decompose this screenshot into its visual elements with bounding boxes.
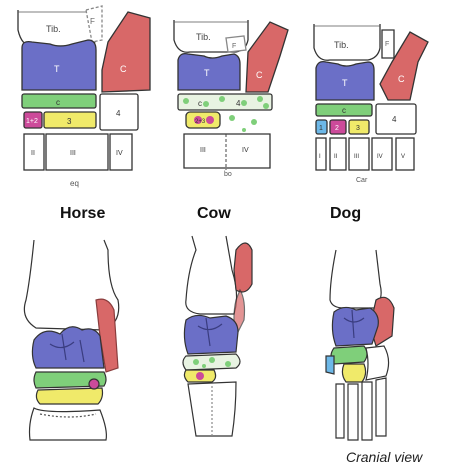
horse-mt4-label: IV [116,150,123,157]
dog-metatarsus-drawing [335,377,387,441]
dog-mt5-label: V [401,154,405,160]
cow-calcaneus-drawing [233,242,253,293]
cow-centroquartal [177,93,273,111]
dog-t1 [315,119,328,135]
cow-mt4-label: IV [242,147,249,154]
dog-t4-label: 4 [392,115,397,124]
horse-tib-label: Tib. [46,24,61,34]
dog-tib-label: Tib. [334,40,349,50]
horse-central-tarsal [21,93,97,109]
dog-mt4-label: IV [377,154,383,160]
dog-tibia-drawing [329,249,382,309]
cow-4-label: 4 [236,99,241,108]
dog-mt2-label: II [334,154,338,160]
cranial-view-caption: Cranial view [346,449,423,465]
horse-species-label: eq [70,179,79,188]
horse-t3 [43,111,97,129]
horse-schematic: Tib. F T C c 1+2 3 4 II III IV eq [17,5,151,188]
cow-talus-drawing [183,314,239,355]
cow-schematic: Tib. F T C c 4 2+3 III IV bo [173,20,289,178]
horse-talus [21,39,97,91]
dog-mt4 [371,137,393,171]
cow-tibia-drawing [185,235,238,315]
horse-calcaneus [101,11,151,93]
horse-mt4 [109,133,133,171]
cow-fibula [225,35,247,53]
dog-fib-label: F [385,41,389,48]
dog-central-label: c [342,106,346,115]
dog-t3-label: 3 [356,125,360,132]
horse-title: Horse [60,205,105,222]
dog-central-tarsal [315,103,373,117]
cow-talus [177,52,241,91]
dog-title: Dog [330,205,361,222]
cow-t23-label: 2+3 [195,119,206,125]
horse-fib-label: F [90,17,95,26]
dog-t1-label: 1 [319,125,323,132]
horse-calcaneus-label: C [120,64,127,74]
cow-mt3-label: III [200,147,206,154]
dog-mt3-label: III [354,154,359,160]
horse-mt2 [23,133,45,171]
cow-calcaneus-label: C [256,70,263,80]
horse-fibula [85,5,103,43]
horse-t4 [99,93,139,131]
dog-calcaneus [379,31,429,101]
horse-t12 [23,111,43,129]
dog-mt5 [395,137,415,171]
horse-talus-label: T [54,64,60,74]
horse-mt3 [45,133,109,171]
cow-fib-label: F [232,43,236,50]
horse-anatomic-drawing [23,239,120,441]
cow-tib-label: Tib. [196,32,211,42]
horse-third-drawing [35,387,104,405]
horse-central-label: c [56,98,60,107]
horse-talus-drawing [31,326,105,369]
dog-species-label: Car [356,177,368,184]
dog-mt2 [329,137,347,171]
horse-central-drawing [33,371,107,389]
cow-t23 [185,111,221,129]
dog-talus-label: T [342,78,348,88]
cow-centroquartal-spots [183,96,269,109]
cow-c-label: c [198,99,202,108]
horse-mt3-label: III [70,150,76,157]
dog-central-drawing [330,345,368,365]
dog-mt1 [315,137,327,171]
horse-metatarsus-drawing [28,407,107,441]
cow-species-label: bo [224,171,232,178]
cow-calcaneus [245,21,289,93]
dog-calcaneus-label: C [398,74,405,84]
dog-tibia [313,24,381,61]
horse-mt2-label: II [31,150,35,157]
dog-third-drawing [341,363,367,383]
cow-mt34 [183,133,271,169]
dog-mt3 [348,137,370,171]
cow-metatarsus-drawing [187,381,237,437]
dog-t2-label: 2 [335,125,339,132]
horse-t12-label: 1+2 [26,118,38,125]
cow-anatomic-drawing [182,235,253,437]
dog-talus [315,60,375,101]
horse-calcaneus-drawing [95,298,119,373]
dog-schematic: Tib. F T C c 1 2 3 4 I II III IV V Car [313,24,429,184]
horse-t3-label: 3 [67,117,72,126]
dog-t3 [348,119,370,135]
cow-title: Cow [197,205,231,222]
dog-mt1-label: I [319,154,321,160]
dog-t4 [375,103,417,135]
dog-anatomic-drawing [325,249,395,441]
cow-talus-label: T [204,68,210,78]
dog-talus-drawing [331,306,379,347]
horse-t4-label: 4 [116,109,121,118]
dog-t2 [329,119,347,135]
